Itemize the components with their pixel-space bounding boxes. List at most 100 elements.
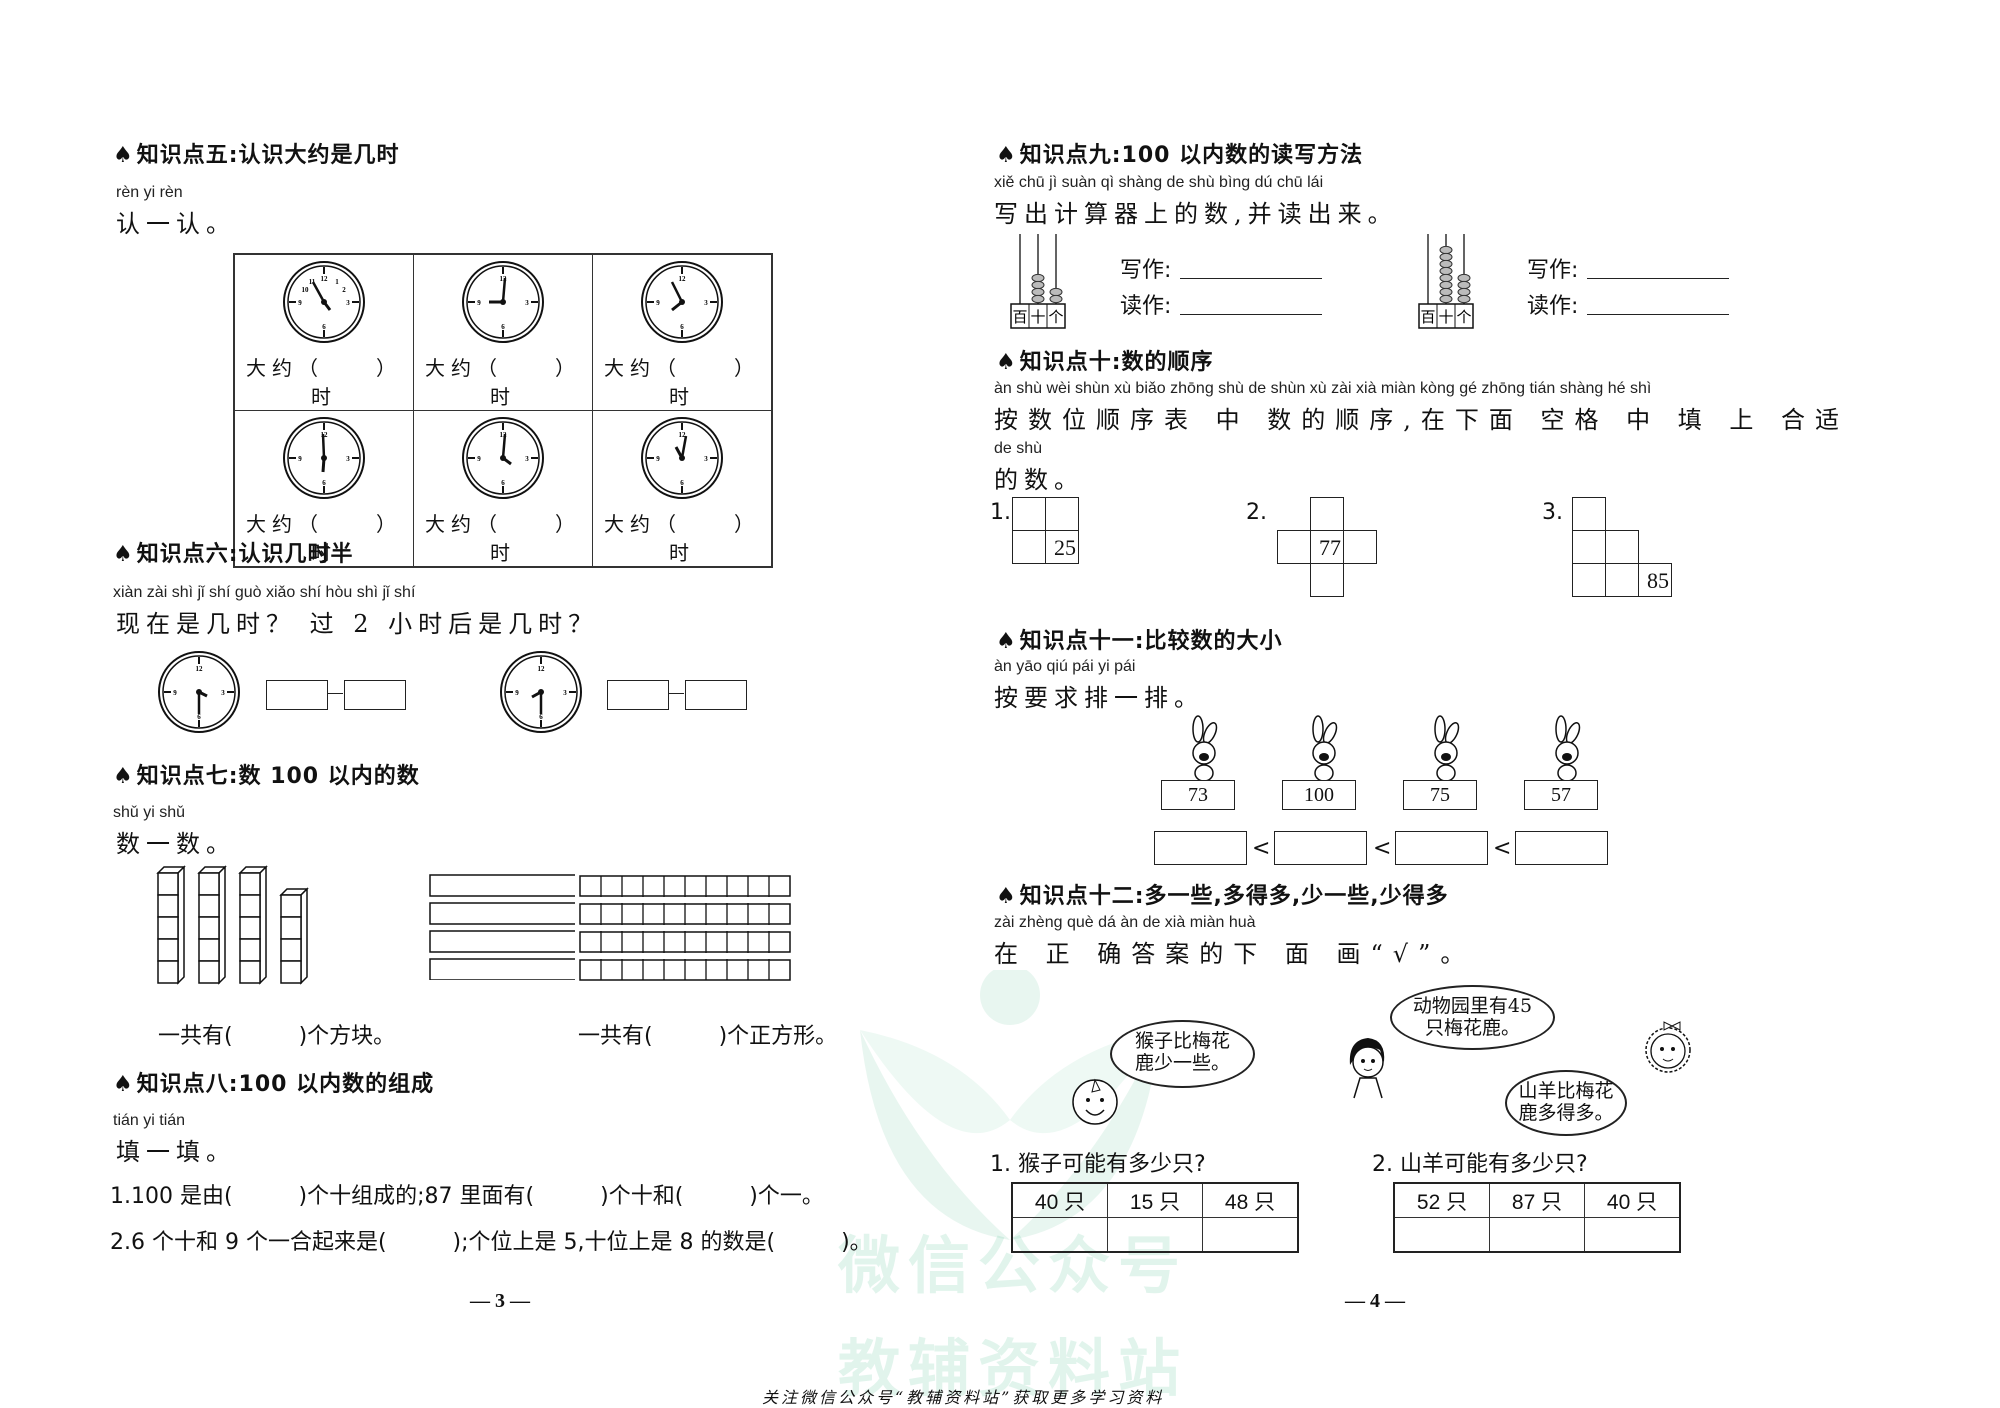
- puzzle3-cell[interactable]: [1572, 563, 1606, 597]
- section6-instruction: 现在是几时？ 过 2 小时后是几时？: [116, 610, 599, 638]
- puzzle3-cell[interactable]: [1605, 530, 1639, 564]
- less-than-sign: <: [1252, 836, 1271, 861]
- option-cell: 48 只: [1202, 1182, 1299, 1218]
- section9-heading-text: 知识点九:100 以内数的读写方法: [1019, 143, 1364, 168]
- answer-box-after-2[interactable]: [685, 680, 747, 710]
- svg-text:个: 个: [1048, 308, 1063, 326]
- puzzle2-cell[interactable]: [1343, 530, 1377, 564]
- puzzle2-label: 2.: [1246, 500, 1267, 525]
- section9-heading: ♠知识点九:100 以内数的读写方法: [996, 137, 1363, 169]
- clock-label: 大约（ ）时: [425, 356, 581, 409]
- order-answer-box-3[interactable]: [1395, 831, 1488, 865]
- section6-heading: ♠知识点六:认识几时半: [113, 536, 354, 568]
- section8-heading: ♠知识点八:100 以内数的组成: [113, 1066, 434, 1098]
- option-cell: 40 只: [1584, 1182, 1681, 1218]
- svg-text:3: 3: [704, 299, 708, 307]
- svg-text:百: 百: [1012, 308, 1027, 326]
- watermark-text-2: 教辅资料站: [838, 1332, 1189, 1405]
- spade-icon: ♠: [113, 1072, 134, 1097]
- section8-heading-text: 知识点八:100 以内数的组成: [136, 1072, 435, 1097]
- abacus1-write-field[interactable]: [1180, 256, 1322, 279]
- svg-text:百: 百: [1420, 308, 1435, 326]
- puzzle3-cell[interactable]: [1572, 497, 1606, 531]
- section6-heading-text: 知识点六:认识几时半: [136, 542, 354, 567]
- puzzle3-cell[interactable]: [1605, 563, 1639, 597]
- checkmark-answer-cell[interactable]: [1393, 1217, 1490, 1253]
- bubble-line: 鹿多得多。: [1518, 1102, 1614, 1124]
- abacus1-write-label: 写作:: [1120, 258, 1172, 283]
- bubble-line: 猴子比梅花: [1134, 1030, 1230, 1052]
- checkmark-answer-cell[interactable]: [1202, 1217, 1299, 1253]
- answer-box-now-2[interactable]: [607, 680, 669, 710]
- svg-text:6: 6: [680, 479, 684, 487]
- section8-question-1: 1.100 是由( )个十组成的;87 里面有( )个十和( )个一。: [110, 1184, 824, 1209]
- bubble-line: 动物园里有45: [1412, 995, 1533, 1017]
- svg-text:3: 3: [563, 689, 567, 697]
- abacus1-read-field[interactable]: [1180, 292, 1322, 315]
- section10-instruction-1: 按数位顺序表 中 数的顺序,在下面 空格 中 填 上 合适: [994, 406, 1850, 434]
- puzzle3-cell[interactable]: [1572, 530, 1606, 564]
- checkmark-answer-cell[interactable]: [1584, 1217, 1681, 1253]
- order-answer-box-1[interactable]: [1154, 831, 1247, 865]
- svg-text:十: 十: [1030, 308, 1045, 326]
- cube-stacks-figure: [156, 865, 309, 985]
- svg-text:6: 6: [197, 713, 201, 721]
- section11-instruction: 按要求排一排。: [994, 684, 1204, 712]
- section12-question-2: 2. 山羊可能有多少只?: [1372, 1152, 1588, 1177]
- less-than-sign: <: [1373, 836, 1392, 861]
- order-answer-box-4[interactable]: [1515, 831, 1608, 865]
- svg-text:3: 3: [346, 455, 350, 463]
- svg-text:10: 10: [302, 286, 310, 294]
- svg-text:12: 12: [679, 431, 687, 439]
- bubble-line: 只梅花鹿。: [1424, 1017, 1520, 1039]
- abacus-icon-1: 百十个: [1010, 234, 1066, 329]
- cubes-caption: 一共有( )个方块。: [158, 1024, 396, 1049]
- speech-bubble-girl2: 山羊比梅花 鹿多得多。: [1505, 1070, 1627, 1136]
- puzzle2-cell[interactable]: [1277, 530, 1311, 564]
- section10-pinyin-2: de shù: [994, 440, 1043, 457]
- checkmark-answer-cell[interactable]: [1107, 1217, 1203, 1253]
- abacus-icon-2: 百十个: [1418, 234, 1474, 329]
- abacus2-write-field[interactable]: [1587, 256, 1729, 279]
- svg-text:3: 3: [704, 455, 708, 463]
- puzzle1-cell[interactable]: [1012, 530, 1046, 564]
- option-cell: 40 只: [1011, 1182, 1108, 1218]
- section10-instruction-2: 的数。: [994, 466, 1084, 494]
- svg-text:6: 6: [501, 323, 505, 331]
- section11-heading: ♠知识点十一:比较数的大小: [996, 623, 1283, 655]
- puzzle1-cell[interactable]: [1012, 497, 1046, 531]
- girl-figure-icon: [1349, 1038, 1385, 1099]
- order-answer-box-2[interactable]: [1274, 831, 1367, 865]
- square-rows-figure: [429, 874, 575, 980]
- section7-heading-text: 知识点七:数 100 以内的数: [136, 764, 420, 789]
- page-number-3: — 3 —: [470, 1290, 530, 1312]
- svg-text:9: 9: [298, 299, 302, 307]
- section11-pinyin: àn yāo qiú pái yi pái: [994, 658, 1136, 675]
- clock-label: 大约（ ）时: [604, 356, 760, 409]
- section5-heading-text: 知识点五:认识大约是几时: [136, 143, 400, 168]
- puzzle1-cell[interactable]: [1045, 497, 1079, 531]
- svg-text:6: 6: [322, 479, 326, 487]
- puzzle2-cell[interactable]: [1310, 497, 1344, 531]
- answer-box-after-1[interactable]: [344, 680, 406, 710]
- section5-pinyin: rèn yi rèn: [116, 184, 183, 201]
- answer-box-now-1[interactable]: [266, 680, 328, 710]
- checkmark-answer-cell[interactable]: [1489, 1217, 1585, 1253]
- section10-heading: ♠知识点十:数的顺序: [996, 344, 1214, 376]
- page-number-4: — 4 —: [1345, 1290, 1405, 1312]
- abacus2-read-label: 读作:: [1527, 294, 1579, 319]
- abacus2-read-field[interactable]: [1587, 292, 1729, 315]
- svg-text:1: 1: [335, 278, 339, 286]
- section5-instruction: 认一认。: [116, 210, 236, 238]
- puzzle2-cell[interactable]: [1310, 563, 1344, 597]
- checkmark-answer-cell[interactable]: [1011, 1217, 1108, 1253]
